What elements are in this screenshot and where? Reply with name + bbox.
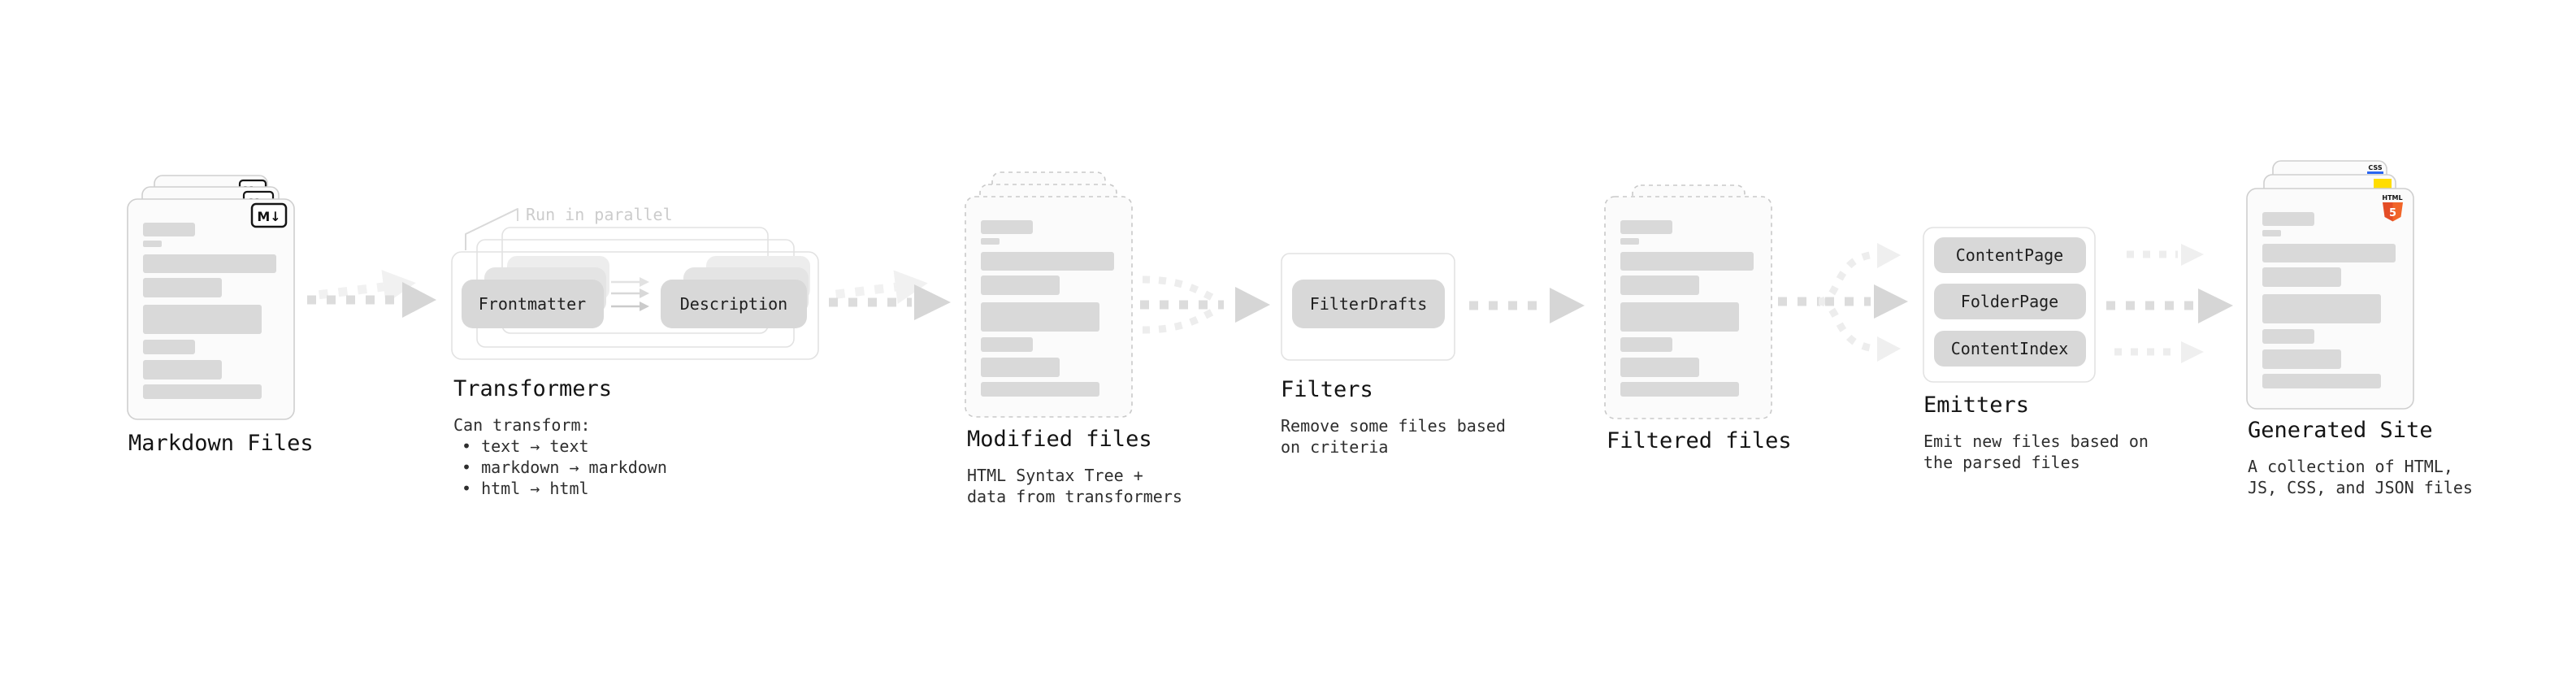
- transformers-label: Transformers: [453, 376, 612, 401]
- emitters-desc-line: the parsed files: [1923, 453, 2080, 472]
- contentpage-pill-label: ContentPage: [1956, 245, 2063, 265]
- emitters-label: Emitters: [1923, 393, 2029, 418]
- folderpage-pill: [1934, 284, 2086, 319]
- modified-files-label: Modified files: [967, 427, 1152, 452]
- arrow-transformers-to-modified: [829, 270, 951, 320]
- markdown-badge-label: M↓: [257, 209, 280, 224]
- html5-number-label: 5: [2389, 207, 2396, 219]
- diverge-branch-bottom: [1818, 297, 1876, 353]
- annotation-leader-line: [465, 208, 518, 250]
- folderpage-pill-label: FolderPage: [1961, 292, 2058, 311]
- filtered-files-label: Filtered files: [1607, 428, 1792, 453]
- emitters-desc-line: Emit new files based on: [1923, 432, 2149, 451]
- stage-generated-site: CSS HTML 5 Generated Site A collection o…: [2246, 160, 2473, 497]
- filters-box: [1281, 253, 1455, 361]
- css-icon: CSS: [2367, 164, 2383, 174]
- arrow-filters-to-filtered: [1469, 288, 1585, 323]
- transformers-desc-line: • markdown → markdown: [462, 458, 667, 477]
- run-in-parallel-annotation: Run in parallel: [526, 205, 673, 224]
- generated-site-desc-line: A collection of HTML,: [2248, 457, 2453, 476]
- html5-shield-right: [2392, 202, 2403, 222]
- stage-emitters: ContentPage FolderPage ContentIndex Emit…: [1923, 227, 2149, 472]
- modified-files-desc-line: data from transformers: [967, 487, 1182, 506]
- html5-badge-label: HTML: [2382, 194, 2402, 202]
- generated-site-desc-line: JS, CSS, and JSON files: [2248, 478, 2473, 497]
- filters-desc-line: on criteria: [1281, 437, 1388, 457]
- stage-filters: FilterDrafts Filters Remove some files b…: [1281, 253, 1506, 457]
- arrow-ghost: [318, 270, 416, 304]
- markdown-files-label: Markdown Files: [128, 431, 314, 456]
- filters-desc-line: Remove some files based: [1281, 416, 1506, 436]
- frontmatter-pill-label: Frontmatter: [479, 294, 586, 314]
- markdown-icon: M↓: [250, 202, 288, 228]
- transformer-run-box-front: [451, 251, 819, 360]
- description-pill-label: Description: [680, 294, 787, 314]
- css-badge-underline: [2367, 171, 2383, 174]
- arrow-ghost: [835, 270, 928, 305]
- html5-shield-left: [2383, 202, 2393, 222]
- stage-markdown-files: M↓ M↓ M↓ Markdown Files: [127, 175, 314, 456]
- transformers-desc-line: • html → html: [462, 479, 589, 498]
- transformers-desc-line: • text → text: [462, 436, 589, 456]
- js-icon: [2374, 179, 2392, 189]
- frontmatter-pill: [462, 280, 604, 328]
- diverge-branch-top: [1818, 250, 1876, 306]
- filterdrafts-pill: [1292, 280, 1445, 328]
- contentindex-pill-label: ContentIndex: [1951, 339, 2069, 358]
- html5-icon: HTML 5: [2382, 194, 2403, 222]
- stage-transformers: Run in parallel Frontmatter Description …: [451, 205, 819, 498]
- arrow-emitters-to-generated: [2106, 244, 2233, 363]
- filters-label: Filters: [1281, 377, 1373, 402]
- contentpage-pill: [1934, 237, 2086, 273]
- converge-branch-bottom: [1142, 306, 1219, 334]
- filterdrafts-pill-label: FilterDrafts: [1310, 294, 1428, 314]
- arrow-markdown-to-transformers: [307, 270, 436, 318]
- pill-flow-arrows: [611, 277, 649, 311]
- arrow-filtered-to-emitters: [1778, 243, 1908, 362]
- generated-site-label: Generated Site: [2248, 418, 2433, 443]
- description-pill: [661, 280, 807, 328]
- arrow-modified-to-filters: [1140, 275, 1270, 334]
- css-badge-label: CSS: [2368, 164, 2382, 171]
- modified-files-desc-line: HTML Syntax Tree +: [967, 466, 1143, 485]
- transformers-desc-line: Can transform:: [453, 415, 591, 435]
- emitters-box: [1923, 227, 2096, 383]
- converge-branch-top: [1142, 275, 1219, 303]
- contentindex-pill: [1934, 331, 2086, 367]
- stage-modified-files: Modified files HTML Syntax Tree + data f…: [965, 171, 1182, 506]
- stage-filtered-files: Filtered files: [1604, 184, 1792, 453]
